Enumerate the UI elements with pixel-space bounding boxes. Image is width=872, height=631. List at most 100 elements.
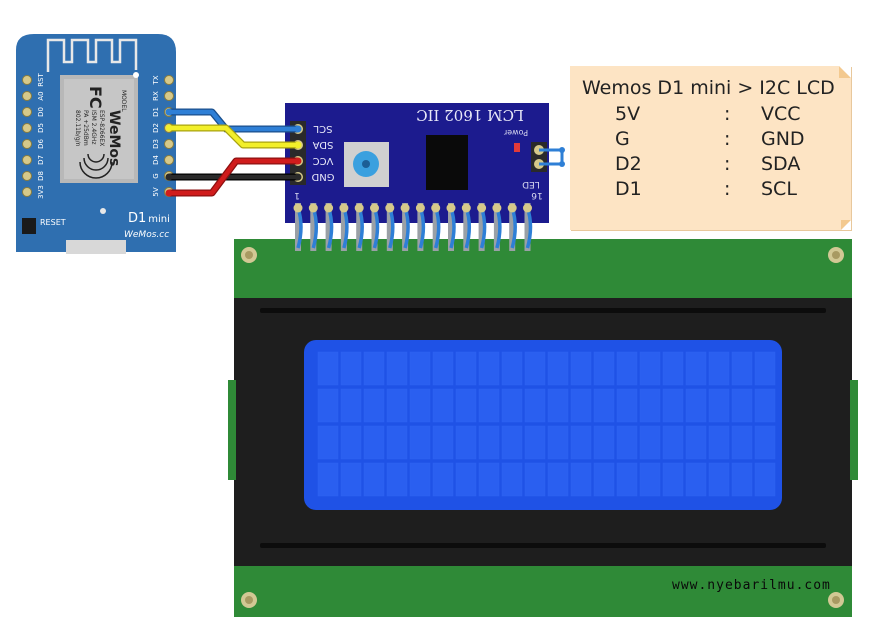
lcd-char-cell xyxy=(685,425,707,460)
lcd-pin-pad xyxy=(400,203,410,213)
lcd-char-cell xyxy=(685,388,707,423)
lcd-char-cell xyxy=(478,351,500,386)
lcd-char-cell xyxy=(386,351,408,386)
note-separator: : xyxy=(724,103,731,125)
lcd-char-cell xyxy=(363,351,385,386)
wires xyxy=(165,108,302,197)
brand-logo: WeMos xyxy=(106,110,122,166)
lcd-char-cell xyxy=(386,388,408,423)
wemos-left-pin xyxy=(22,139,32,149)
lcd-char-cell xyxy=(593,425,615,460)
lcd-char-cell xyxy=(340,351,362,386)
lcd-character-grid xyxy=(317,351,776,497)
lcd-connector-pin xyxy=(448,203,454,251)
lcd-connector-pin xyxy=(524,203,531,251)
note-to: VCC xyxy=(761,103,801,125)
note-to: SDA xyxy=(761,153,801,175)
wemos-right-pin xyxy=(164,139,174,149)
lcd-connector-pin xyxy=(509,203,516,251)
lcd-char-cell xyxy=(455,351,477,386)
lcd-char-cell xyxy=(317,388,339,423)
lcd-char-cell xyxy=(593,388,615,423)
note-from: D2 xyxy=(615,153,642,175)
wemos-right-pin xyxy=(164,75,174,85)
wemos-left-pin-label: D8 xyxy=(37,171,45,181)
lcd-char-cell xyxy=(639,462,661,497)
lcd-char-cell xyxy=(409,351,431,386)
note-row-d1: D1 : SCL xyxy=(570,178,851,202)
lcd-char-cell xyxy=(363,425,385,460)
reset-button xyxy=(22,218,36,234)
wemos-right-pin-label: RX xyxy=(152,91,160,101)
ism-label: ISM 2.4GHz xyxy=(90,110,97,145)
lcd-char-cell xyxy=(570,462,592,497)
lcd-char-cell xyxy=(455,462,477,497)
lcd-char-cell xyxy=(432,425,454,460)
model-label: MODEL xyxy=(120,90,127,112)
wemos-right-pin-label: D4 xyxy=(152,155,160,165)
lcd-connector-pin xyxy=(432,203,439,251)
lcd-pin-pad xyxy=(477,203,487,213)
wemos-right-pin-label: D1 xyxy=(152,107,160,117)
lcd-char-cell xyxy=(708,388,730,423)
lcd-char-cell xyxy=(501,462,523,497)
lcd-char-cell xyxy=(478,462,500,497)
lcd-char-cell xyxy=(754,351,776,386)
lcd-connector-pin xyxy=(325,203,332,251)
note-corner-fold xyxy=(839,66,851,78)
lcd-char-cell xyxy=(386,425,408,460)
usb-connector xyxy=(66,240,126,254)
lcd-char-cell xyxy=(731,425,753,460)
pin-1-label: 1 xyxy=(294,190,300,200)
lcd-pin-pad xyxy=(523,203,532,213)
lcd-char-cell xyxy=(731,462,753,497)
lcd-char-cell xyxy=(731,388,753,423)
note-row-d2: D2 : SDA xyxy=(570,153,851,177)
wemos-left-pin-label: RST xyxy=(37,72,45,86)
lcd-char-cell xyxy=(593,462,615,497)
note-row-g: G : GND xyxy=(570,128,851,152)
lcd-mount-holes xyxy=(241,247,844,608)
lcd-char-cell xyxy=(455,425,477,460)
lcd-char-cell xyxy=(616,388,638,423)
i2c-title: LCM 1602 IIC xyxy=(416,106,524,124)
lcd-connector-pin xyxy=(356,203,363,251)
note-separator: : xyxy=(724,128,731,150)
pin-label-gnd: GND xyxy=(311,171,334,182)
lcd-char-cell xyxy=(685,351,707,386)
pa-label: PA +25dBm xyxy=(82,110,89,146)
pin-label-scl: SCL xyxy=(313,123,332,134)
lcd-char-cell xyxy=(570,425,592,460)
wemos-left-pin-label: D6 xyxy=(37,139,45,149)
wemos-right-pin-label: 5V xyxy=(152,187,160,196)
note-separator: : xyxy=(724,178,731,200)
wemos-left-pin-label: D0 xyxy=(37,107,45,117)
note-title: Wemos D1 mini > I2C LCD xyxy=(582,77,835,99)
lcd-char-cell xyxy=(317,462,339,497)
lcd-char-cell xyxy=(409,388,431,423)
lcd-char-cell xyxy=(547,462,569,497)
lcd-connector-pin xyxy=(417,203,424,251)
led-label: LED xyxy=(522,179,540,189)
lcd-pin-pad xyxy=(339,203,349,213)
lcd-connector-pin xyxy=(478,203,485,251)
note-row-5v: 5V : VCC xyxy=(570,103,851,127)
wemos-right-pin-label: G xyxy=(152,173,160,178)
wifi-label: 802.11b/g/n xyxy=(74,110,81,147)
note-from: 5V xyxy=(615,103,641,125)
i2c-chip xyxy=(426,135,468,190)
wifi-icon xyxy=(79,153,113,179)
lcd-char-cell xyxy=(340,388,362,423)
lcd-char-cell xyxy=(501,388,523,423)
lcd-char-cell xyxy=(409,425,431,460)
wemos-left-pin xyxy=(22,155,32,165)
module-label: ESP-8266EX xyxy=(98,110,105,146)
lcd-char-cell xyxy=(708,462,730,497)
note-corner-fold-bottom xyxy=(841,220,851,230)
lcd-pin-pad xyxy=(431,203,441,213)
lcd-char-cell xyxy=(547,425,569,460)
lcd-char-cell xyxy=(662,351,684,386)
lcd-char-cell xyxy=(616,425,638,460)
wemos-left-pin-label: A0 xyxy=(37,91,45,100)
